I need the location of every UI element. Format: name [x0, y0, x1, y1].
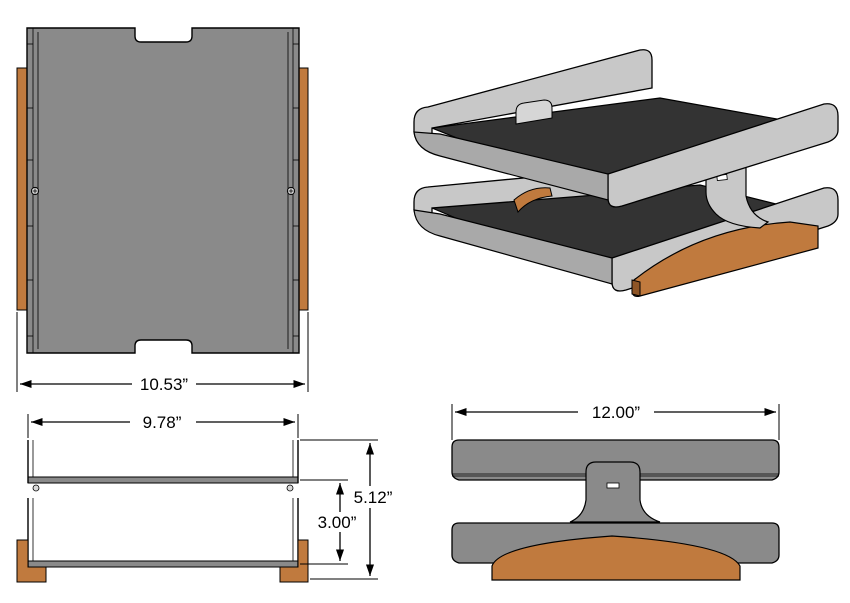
top-view: 10.53”	[16, 27, 309, 394]
iso-upper-back-tab	[515, 99, 553, 125]
iso-upper-tray-front-wall	[607, 103, 839, 208]
top-view-left-screw	[30, 186, 40, 196]
front-view-upper-shelf	[27, 476, 299, 484]
side-view-bracket-slot	[606, 482, 620, 489]
iso-lower-tray-left-wall	[413, 209, 613, 285]
isometric-view	[413, 49, 839, 297]
iso-upper-tray-left-wall	[413, 131, 609, 201]
front-view-left-wood-foot	[16, 539, 47, 583]
dimension-top-view-width: 10.53”	[140, 375, 189, 394]
front-view-right-wood-foot	[279, 539, 309, 583]
dimension-front-view-height: 5.12”	[354, 488, 393, 507]
top-view-right-screw	[286, 186, 296, 196]
side-view-support-bracket	[569, 461, 661, 523]
dimension-front-view-width: 9.78”	[143, 413, 182, 432]
iso-wood-back-block	[513, 187, 553, 213]
dimension-side-view-width: 12.00”	[592, 403, 641, 422]
front-view: 9.78” 5.12” 3.00”	[16, 413, 393, 583]
side-view-wood-base	[491, 535, 741, 581]
top-view-flange-ticks	[27, 43, 299, 337]
dimension-tier-spacing: 3.00”	[318, 513, 357, 532]
side-view-upper-tray	[451, 439, 780, 481]
top-view-tray-plate	[26, 27, 300, 354]
front-view-lower-shelf	[27, 560, 299, 568]
side-view: 12.00”	[451, 403, 780, 581]
